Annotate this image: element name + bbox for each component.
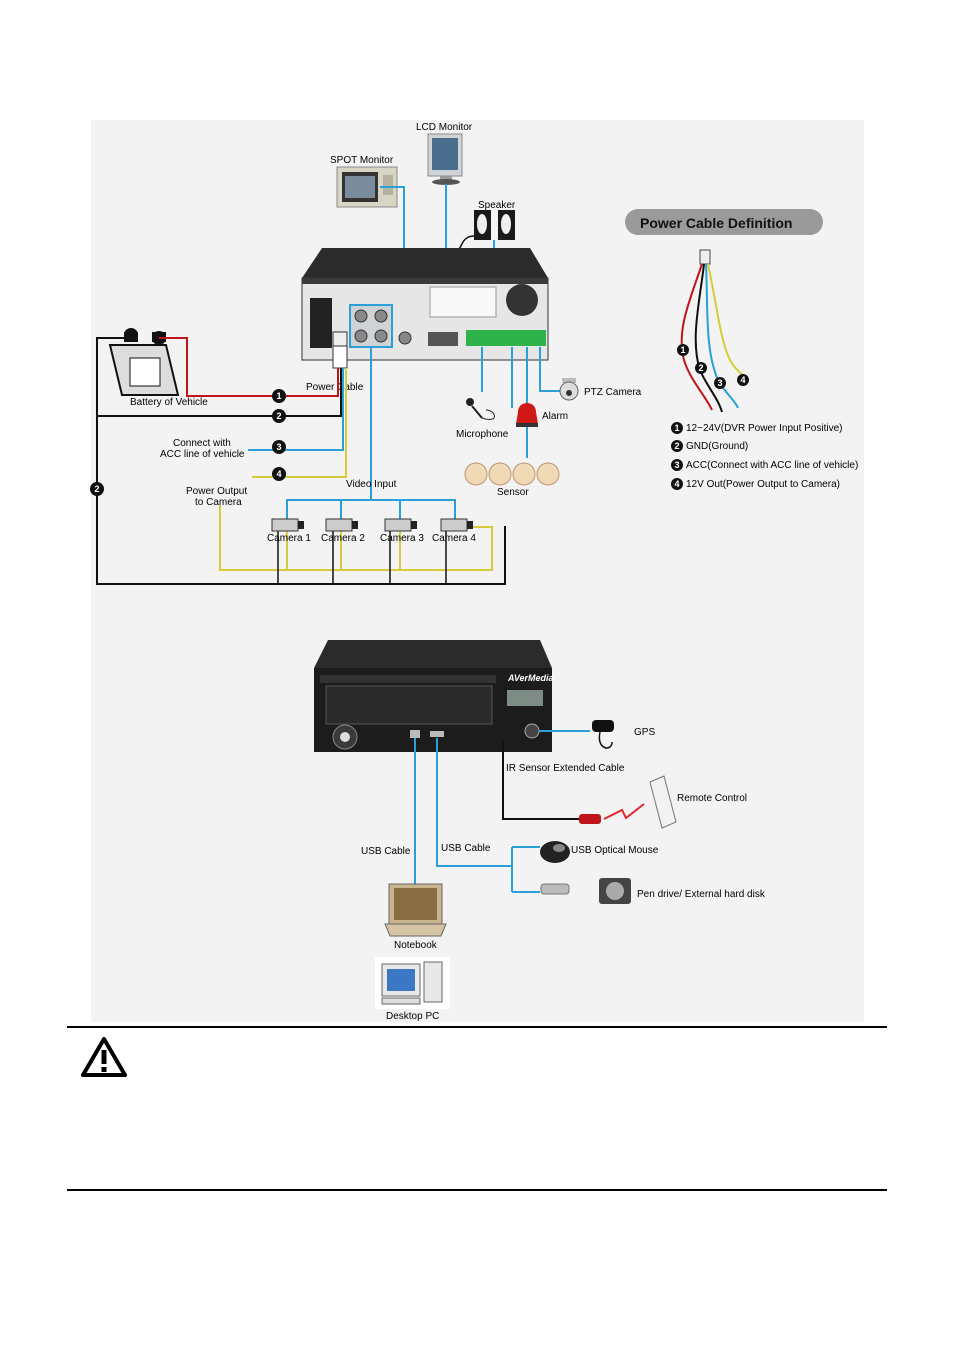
- warning-top-rule: [67, 1026, 887, 1028]
- ptz-camera-label: PTZ Camera: [584, 387, 642, 398]
- speaker-label: Speaker: [478, 200, 516, 211]
- gps-label: GPS: [634, 727, 655, 738]
- sensor-icon: [464, 462, 560, 486]
- svg-text:3: 3: [674, 460, 679, 470]
- microphone-label: Microphone: [456, 429, 509, 440]
- svg-text:4: 4: [276, 469, 281, 479]
- cable-marker-1: 1: [677, 344, 689, 356]
- svg-text:3: 3: [276, 442, 281, 452]
- rear-panel-background: [91, 120, 864, 607]
- camera-4-label: Camera 4: [432, 533, 476, 544]
- camera-3-label: Camera 3: [380, 533, 424, 544]
- speaker-icon: [455, 210, 515, 251]
- svg-text:GND(Ground): GND(Ground): [686, 441, 748, 452]
- usb-cable-left-label: USB Cable: [361, 846, 411, 857]
- svg-text:1: 1: [276, 391, 281, 401]
- camera-power-wire: [219, 505, 493, 571]
- svg-text:4: 4: [740, 375, 745, 385]
- legend-item-4: 4 12V Out(Power Output to Camera): [671, 478, 840, 490]
- power-cable-definition-header: [625, 209, 823, 235]
- svg-text:1: 1: [674, 423, 679, 433]
- pen-drive-icon: [540, 883, 570, 895]
- svg-text:2: 2: [94, 484, 99, 494]
- hard-disk-icon: [599, 878, 631, 904]
- ptz-camera-icon: [559, 378, 579, 401]
- power-cable-label: Power Cable: [306, 382, 364, 393]
- power-output-label: Power Output: [186, 486, 247, 497]
- camera-1-label: Camera 1: [267, 533, 311, 544]
- acc-line-label: ACC line of vehicle: [160, 449, 245, 460]
- ir-cable-label: IR Sensor Extended Cable: [506, 763, 625, 774]
- dvr-front-unit: [314, 640, 552, 752]
- svg-text:12V Out(Power Output to Camera: 12V Out(Power Output to Camera): [686, 479, 840, 490]
- marker-3: 3: [272, 440, 286, 454]
- cable-marker-2: 2: [695, 362, 707, 374]
- ir-signal-icon: [603, 803, 645, 820]
- connect-with-label: Connect with: [173, 438, 231, 449]
- marker-2: 2: [272, 409, 286, 423]
- svg-text:ACC(Connect with ACC line of v: ACC(Connect with ACC line of vehicle): [686, 460, 858, 471]
- marker-4: 4: [272, 467, 286, 481]
- lcd-monitor-icon: [427, 133, 463, 185]
- warning-bottom-rule: [67, 1189, 887, 1191]
- usb-cable-right-label: USB Cable: [441, 843, 491, 854]
- sensor-label: Sensor: [497, 487, 529, 498]
- remote-control-icon: [649, 775, 677, 829]
- desktop-pc-label: Desktop PC: [386, 1011, 439, 1022]
- svg-text:1: 1: [680, 345, 685, 355]
- notebook-icon: [384, 883, 447, 937]
- camera-ground-wire: [277, 530, 447, 584]
- legend-item-1: 1 12~24V(DVR Power Input Positive): [671, 422, 842, 434]
- cable-marker-3: 3: [714, 377, 726, 389]
- legend-item-2: 2 GND(Ground): [671, 440, 748, 452]
- dvr-rear-unit: [301, 248, 549, 361]
- alarm-icon: [516, 403, 538, 427]
- usb-cable-devices: [436, 738, 540, 893]
- video-input-label: Video Input: [346, 479, 397, 490]
- to-camera-label: to Camera: [195, 497, 242, 508]
- battery-label: Battery of Vehicle: [130, 397, 208, 408]
- cable-marker-4: 4: [737, 374, 749, 386]
- ir-sensor-cable: [502, 740, 580, 820]
- marker-2-left: 2: [90, 482, 104, 496]
- ir-sensor-head: [579, 814, 601, 824]
- power-connector: [332, 345, 348, 369]
- svg-text:4: 4: [674, 479, 679, 489]
- microphone-icon: [466, 398, 495, 420]
- wire-power-positive: [159, 337, 339, 397]
- wire-ground-2: [97, 368, 342, 417]
- mouse-icon: [540, 841, 570, 863]
- svg-text:2: 2: [674, 441, 679, 451]
- warning-triangle-icon: [81, 1037, 127, 1077]
- brand-logo: AVerMedia: [507, 673, 554, 683]
- camera-icon: [271, 518, 473, 532]
- camera-2-label: Camera 2: [321, 533, 365, 544]
- pen-drive-label: Pen drive/ External hard disk: [637, 889, 766, 900]
- wire-ground: [96, 337, 506, 585]
- svg-text:2: 2: [276, 411, 281, 421]
- power-cable-definition-title: Power Cable Definition: [640, 215, 792, 231]
- gps-icon: [592, 720, 614, 749]
- svg-text:3: 3: [717, 378, 722, 388]
- video-branch: [286, 499, 456, 520]
- svg-text:2: 2: [698, 363, 703, 373]
- svg-text:12~24V(DVR Power Input Positiv: 12~24V(DVR Power Input Positive): [686, 423, 842, 434]
- usb-mouse-label: USB Optical Mouse: [571, 845, 659, 856]
- remote-control-label: Remote Control: [677, 793, 747, 804]
- spot-monitor-label: SPOT Monitor: [330, 155, 394, 166]
- ptz-cable: [539, 347, 560, 392]
- legend-item-3: 3 ACC(Connect with ACC line of vehicle): [671, 459, 858, 471]
- battery-icon: [108, 328, 180, 396]
- desktop-pc-icon: [375, 957, 450, 1009]
- notebook-label: Notebook: [394, 940, 438, 951]
- alarm-label: Alarm: [542, 411, 568, 422]
- lcd-monitor-label: LCD Monitor: [416, 122, 473, 133]
- marker-1: 1: [272, 389, 286, 403]
